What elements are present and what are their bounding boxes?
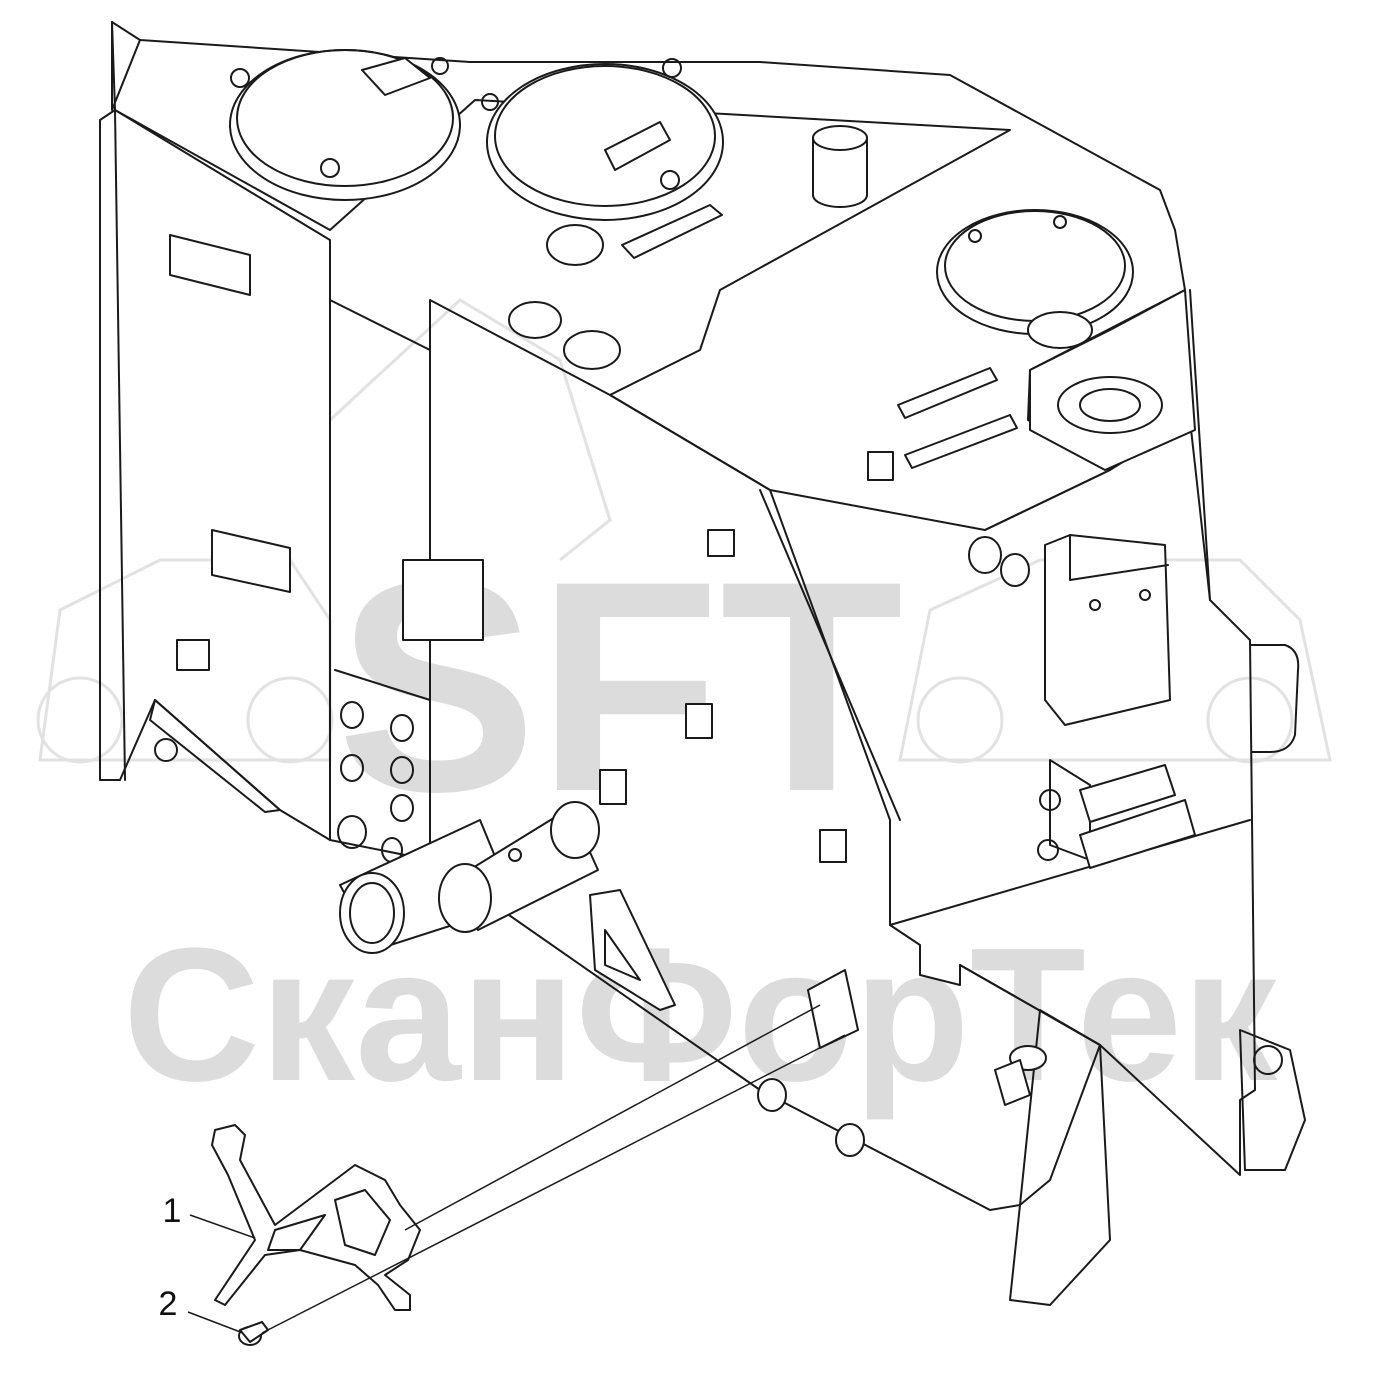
left-panel-inner: [114, 109, 126, 781]
triangle-bracket: [589, 889, 676, 1011]
hydraulic-couplers: [1037, 759, 1196, 869]
assembly-line-1: [404, 1004, 821, 1231]
pivot-pin: [994, 1045, 1047, 1106]
assembly-lines: [261, 1004, 846, 1334]
callout-2-leader: [187, 1311, 244, 1334]
callout-1: 1: [163, 1192, 256, 1239]
part-1-bracket-slot: [267, 1214, 326, 1251]
boss-1: [757, 1078, 787, 1112]
pad-1: [707, 529, 735, 557]
top-plate-edge: [111, 21, 141, 111]
top-washer-3: [563, 330, 621, 370]
pad-2: [685, 703, 713, 739]
round-cover: [936, 209, 1134, 335]
boss-2: [835, 1123, 865, 1157]
assembly-line-2: [261, 1034, 846, 1334]
right-leg-bolt: [1253, 1045, 1283, 1075]
top-stub: [812, 125, 868, 208]
callout-2: 2: [159, 1285, 244, 1334]
front-panel-fold: [759, 489, 901, 821]
part-2-bolt: [238, 1321, 269, 1346]
electrical-box: [1044, 534, 1171, 726]
top-washer-1: [546, 224, 604, 266]
right-leg: [1009, 1009, 1111, 1306]
tank-cap-left: [229, 49, 499, 201]
pivot-tube-small: [438, 801, 600, 933]
exploded-parts: [211, 1124, 421, 1346]
boss-4: [1000, 553, 1030, 587]
watermark-company: СканФорТек: [123, 909, 1278, 1121]
top-washer-2: [508, 301, 562, 339]
pad-4: [819, 829, 847, 863]
left-clip-2: [211, 529, 291, 593]
channel-holes: [337, 701, 414, 863]
left-clip-1: [169, 234, 251, 296]
left-panel: [99, 109, 331, 841]
block-cube: [402, 559, 484, 641]
boss-3: [968, 536, 1002, 574]
callout-1-label: 1: [163, 1192, 182, 1230]
block-left: [176, 639, 210, 671]
left-bolt: [154, 738, 178, 762]
callout-1-leader: [189, 1214, 256, 1239]
flat-bar-3: [904, 414, 1018, 469]
flanged-port: [1027, 289, 1196, 471]
block-top-right: [867, 451, 894, 481]
link-plate: [807, 969, 859, 1049]
tank-cap-right: [486, 58, 724, 221]
left-panel-gusset: [149, 699, 281, 813]
right-panel-inner: [1189, 289, 1211, 601]
pad-3: [599, 769, 627, 805]
grab-handle: [1249, 644, 1300, 753]
frame-assembly: [99, 21, 1306, 1306]
flat-bar-1: [621, 204, 723, 259]
flat-bar-2: [897, 367, 998, 419]
triangle-bracket-hole: [604, 929, 641, 981]
right-leg-mount: [1239, 1029, 1306, 1171]
part-1-bracket-cutout: [334, 1189, 391, 1256]
callout-2-label: 2: [159, 1285, 178, 1323]
